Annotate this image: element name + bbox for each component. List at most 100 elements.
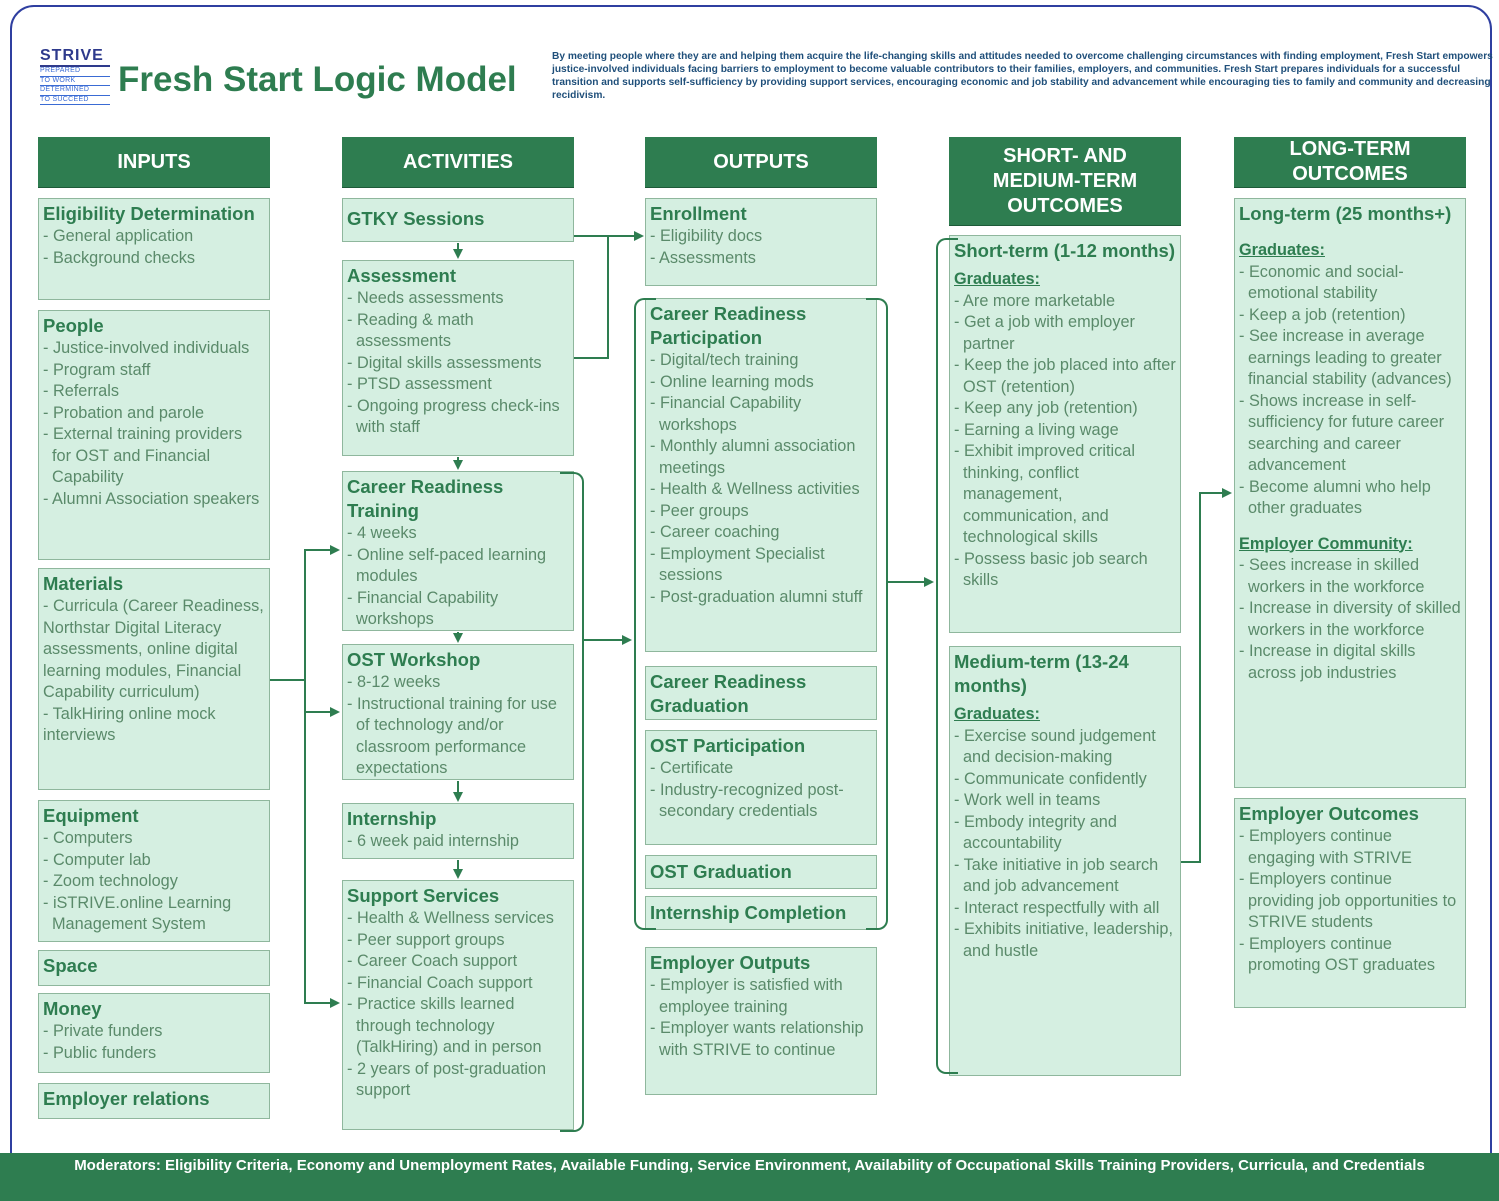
box-item: - Ongoing progress check-ins with staff (347, 396, 560, 437)
input-box-money: Money - Private funders - Public funders (38, 993, 270, 1073)
moderators-text: Eligibility Criteria, Economy and Unempl… (160, 1157, 1425, 1174)
input-box-space: Space (38, 950, 270, 986)
activities-group-bracket (560, 472, 584, 1132)
box-item: - Needs assessments (347, 289, 504, 307)
box-item: - Exhibits initiative, leadership, and h… (954, 920, 1173, 960)
strive-logo: STRIVE PREPARED TO WORK DETERMINED TO SU… (40, 47, 110, 119)
box-item: - Increase in digital skills across job … (1239, 642, 1416, 682)
box-item: - Probation and parole (43, 403, 205, 422)
box-title: Internship (347, 808, 437, 829)
arrow-medium-to-long-term (1181, 488, 1232, 863)
input-box-equipment: Equipment - Computers - Computer lab - Z… (38, 800, 270, 942)
box-item: - Reading & math assessments (347, 310, 474, 351)
box-item: - Private funders (43, 1022, 163, 1040)
arrow-inputs-to-support-services (304, 712, 340, 1008)
box-title: Materials (43, 573, 124, 594)
box-item: - Work well in teams (954, 791, 1101, 809)
activity-box-internship: Internship - 6 week paid internship (342, 803, 574, 859)
box-title: Equipment (43, 805, 139, 826)
box-item: - Program staff (43, 360, 151, 379)
box-title: Career Readiness Training (347, 476, 504, 521)
box-item: - Health & Wellness activities (650, 480, 860, 498)
input-box-eligibility: Eligibility Determination - General appl… (38, 198, 270, 300)
activity-box-gtky: GTKY Sessions (342, 198, 574, 242)
input-box-materials: Materials - Curricula (Career Readiness,… (38, 568, 270, 790)
box-item: - Communicate confidently (954, 769, 1147, 788)
header-activities: ACTIVITIES (342, 137, 574, 187)
input-box-employer-relations: Employer relations (38, 1083, 270, 1119)
logo-tagline-line: TO SUCCEED (40, 96, 110, 105)
outcome-box-short-term: Short-term (1-12 months) Graduates: - Ar… (949, 235, 1181, 633)
box-item: - Embody integrity and accountability (954, 812, 1117, 853)
box-title: Eligibility Determination (43, 203, 255, 224)
box-item: - Practice skills learned through techno… (347, 995, 542, 1056)
box-item: - TalkHiring online mock interviews (43, 704, 216, 745)
box-title: Space (43, 955, 98, 976)
box-title: OST Graduation (650, 861, 792, 882)
box-title: Enrollment (650, 203, 747, 224)
outcome-box-long-term: Long-term (25 months+) Graduates: - Econ… (1234, 198, 1466, 788)
logo-name: STRIVE (40, 47, 110, 67)
box-item: - Employers continue promoting OST gradu… (1239, 934, 1436, 975)
box-item: - 6 week paid internship (347, 832, 519, 850)
box-item: - Keep the job placed into after OST (re… (954, 356, 1176, 396)
box-subheading: Graduates: (1239, 241, 1325, 259)
logo-tagline-line: DETERMINED (40, 86, 110, 96)
box-item: - Monthly alumni association meetings (650, 437, 856, 477)
box-item: - Employers continue engaging with STRIV… (1239, 827, 1412, 867)
box-item: - Keep a job (retention) (1239, 305, 1406, 324)
header-long-term-outcomes: LONG-TERM OUTCOMES (1234, 137, 1466, 187)
box-item: - Interact respectfully with all (954, 898, 1160, 917)
box-subheading: Graduates: (954, 270, 1040, 288)
output-box-ost-graduation: OST Graduation (645, 855, 877, 889)
box-item: - Digital skills assessments (347, 353, 542, 372)
box-item: - Peer support groups (347, 930, 505, 949)
box-item: - Zoom technology (43, 872, 178, 890)
box-item: - Earning a living wage (954, 420, 1119, 439)
box-title: Employer Outcomes (1239, 803, 1419, 824)
box-title: Long-term (25 months+) (1239, 203, 1452, 224)
box-item: - Keep any job (retention) (954, 399, 1138, 417)
outcome-box-employer-outcomes: Employer Outcomes - Employers continue e… (1234, 798, 1466, 1008)
activity-box-support-services: Support Services - Health & Wellness ser… (342, 880, 574, 1130)
arrow-assessment-to-enrollment (574, 236, 609, 359)
box-item: - Background checks (43, 248, 196, 267)
box-item: - Are more marketable (954, 291, 1116, 310)
box-title: People (43, 315, 104, 336)
box-item: - Employer is satisfied with employee tr… (650, 976, 843, 1016)
arrow-inputs-to-career-training (270, 545, 340, 681)
logo-tagline-line: PREPARED (40, 67, 110, 77)
box-item: - Career coaching (650, 523, 780, 541)
box-item: - External training providers for OST an… (43, 425, 243, 486)
output-box-employer-outputs: Employer Outputs - Employer is satisfied… (645, 947, 877, 1095)
box-item: - Computers (43, 829, 133, 847)
moderators-label: Moderators: (74, 1157, 161, 1174)
box-item: - Curricula (Career Readiness, Northstar… (43, 597, 264, 701)
box-item: - Industry-recognized post-secondary cre… (650, 780, 844, 821)
box-item: - Take initiative in job search and job … (954, 855, 1159, 896)
box-item: - Online self-paced learning modules (347, 545, 547, 586)
box-item: - Digital/tech training (650, 351, 799, 369)
moderators-footer: Moderators: Eligibility Criteria, Econom… (0, 1153, 1499, 1201)
box-item: - Justice-involved individuals (43, 339, 250, 357)
box-item: - Financial Capability workshops (347, 588, 499, 629)
box-subheading: Employer Community: (1239, 534, 1413, 553)
box-item: - Become alumni who help other graduates (1239, 477, 1431, 518)
logo-tagline-line: TO WORK (40, 77, 110, 86)
box-item: - Peer groups (650, 501, 749, 520)
box-item: - Sees increase in skilled workers in th… (1239, 556, 1425, 596)
header-inputs: INPUTS (38, 137, 270, 187)
box-subheading: Graduates: (954, 705, 1040, 723)
box-item: - General application (43, 227, 194, 245)
box-item: - Increase in diversity of skilled worke… (1239, 599, 1461, 639)
outputs-right-bracket (866, 298, 888, 930)
box-item: - iSTRIVE.online Learning Management Sys… (43, 893, 232, 934)
box-item: - Get a job with employer partner (954, 313, 1135, 353)
box-item: - Financial Capability workshops (650, 394, 802, 434)
box-title: Employer Outputs (650, 952, 811, 973)
box-title: OST Participation (650, 735, 806, 756)
box-item: - Exhibit improved critical thinking, co… (954, 442, 1135, 546)
box-item: - Referrals (43, 382, 119, 400)
box-item: - Health & Wellness services (347, 909, 554, 927)
box-title: Medium-term (13-24 months) (954, 651, 1129, 696)
